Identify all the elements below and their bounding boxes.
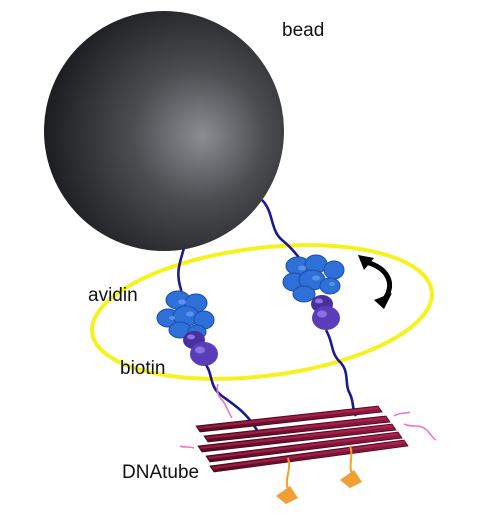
dangling-strands [179, 383, 437, 449]
dna-tube [195, 405, 409, 473]
avidin-right-highlight [298, 265, 335, 286]
biotin-left [183, 331, 218, 366]
tether-right-upper [261, 199, 306, 265]
bead [44, 11, 284, 251]
tether-left-lower [202, 361, 260, 433]
curved-double-arrow-icon [358, 255, 392, 309]
rotation-ring [90, 243, 434, 381]
dna-tube-label: DNAtube [122, 462, 200, 483]
avidin-left [156, 290, 215, 340]
avidin-left-highlight [169, 299, 194, 320]
attachment-handles [276, 445, 362, 504]
biotin-label: biotin [120, 358, 166, 379]
avidin-label: avidin [88, 285, 138, 306]
tether-right-lower [324, 329, 358, 417]
bead-label: bead [282, 20, 325, 41]
avidin-right [282, 254, 345, 303]
biotin-right [311, 295, 340, 330]
